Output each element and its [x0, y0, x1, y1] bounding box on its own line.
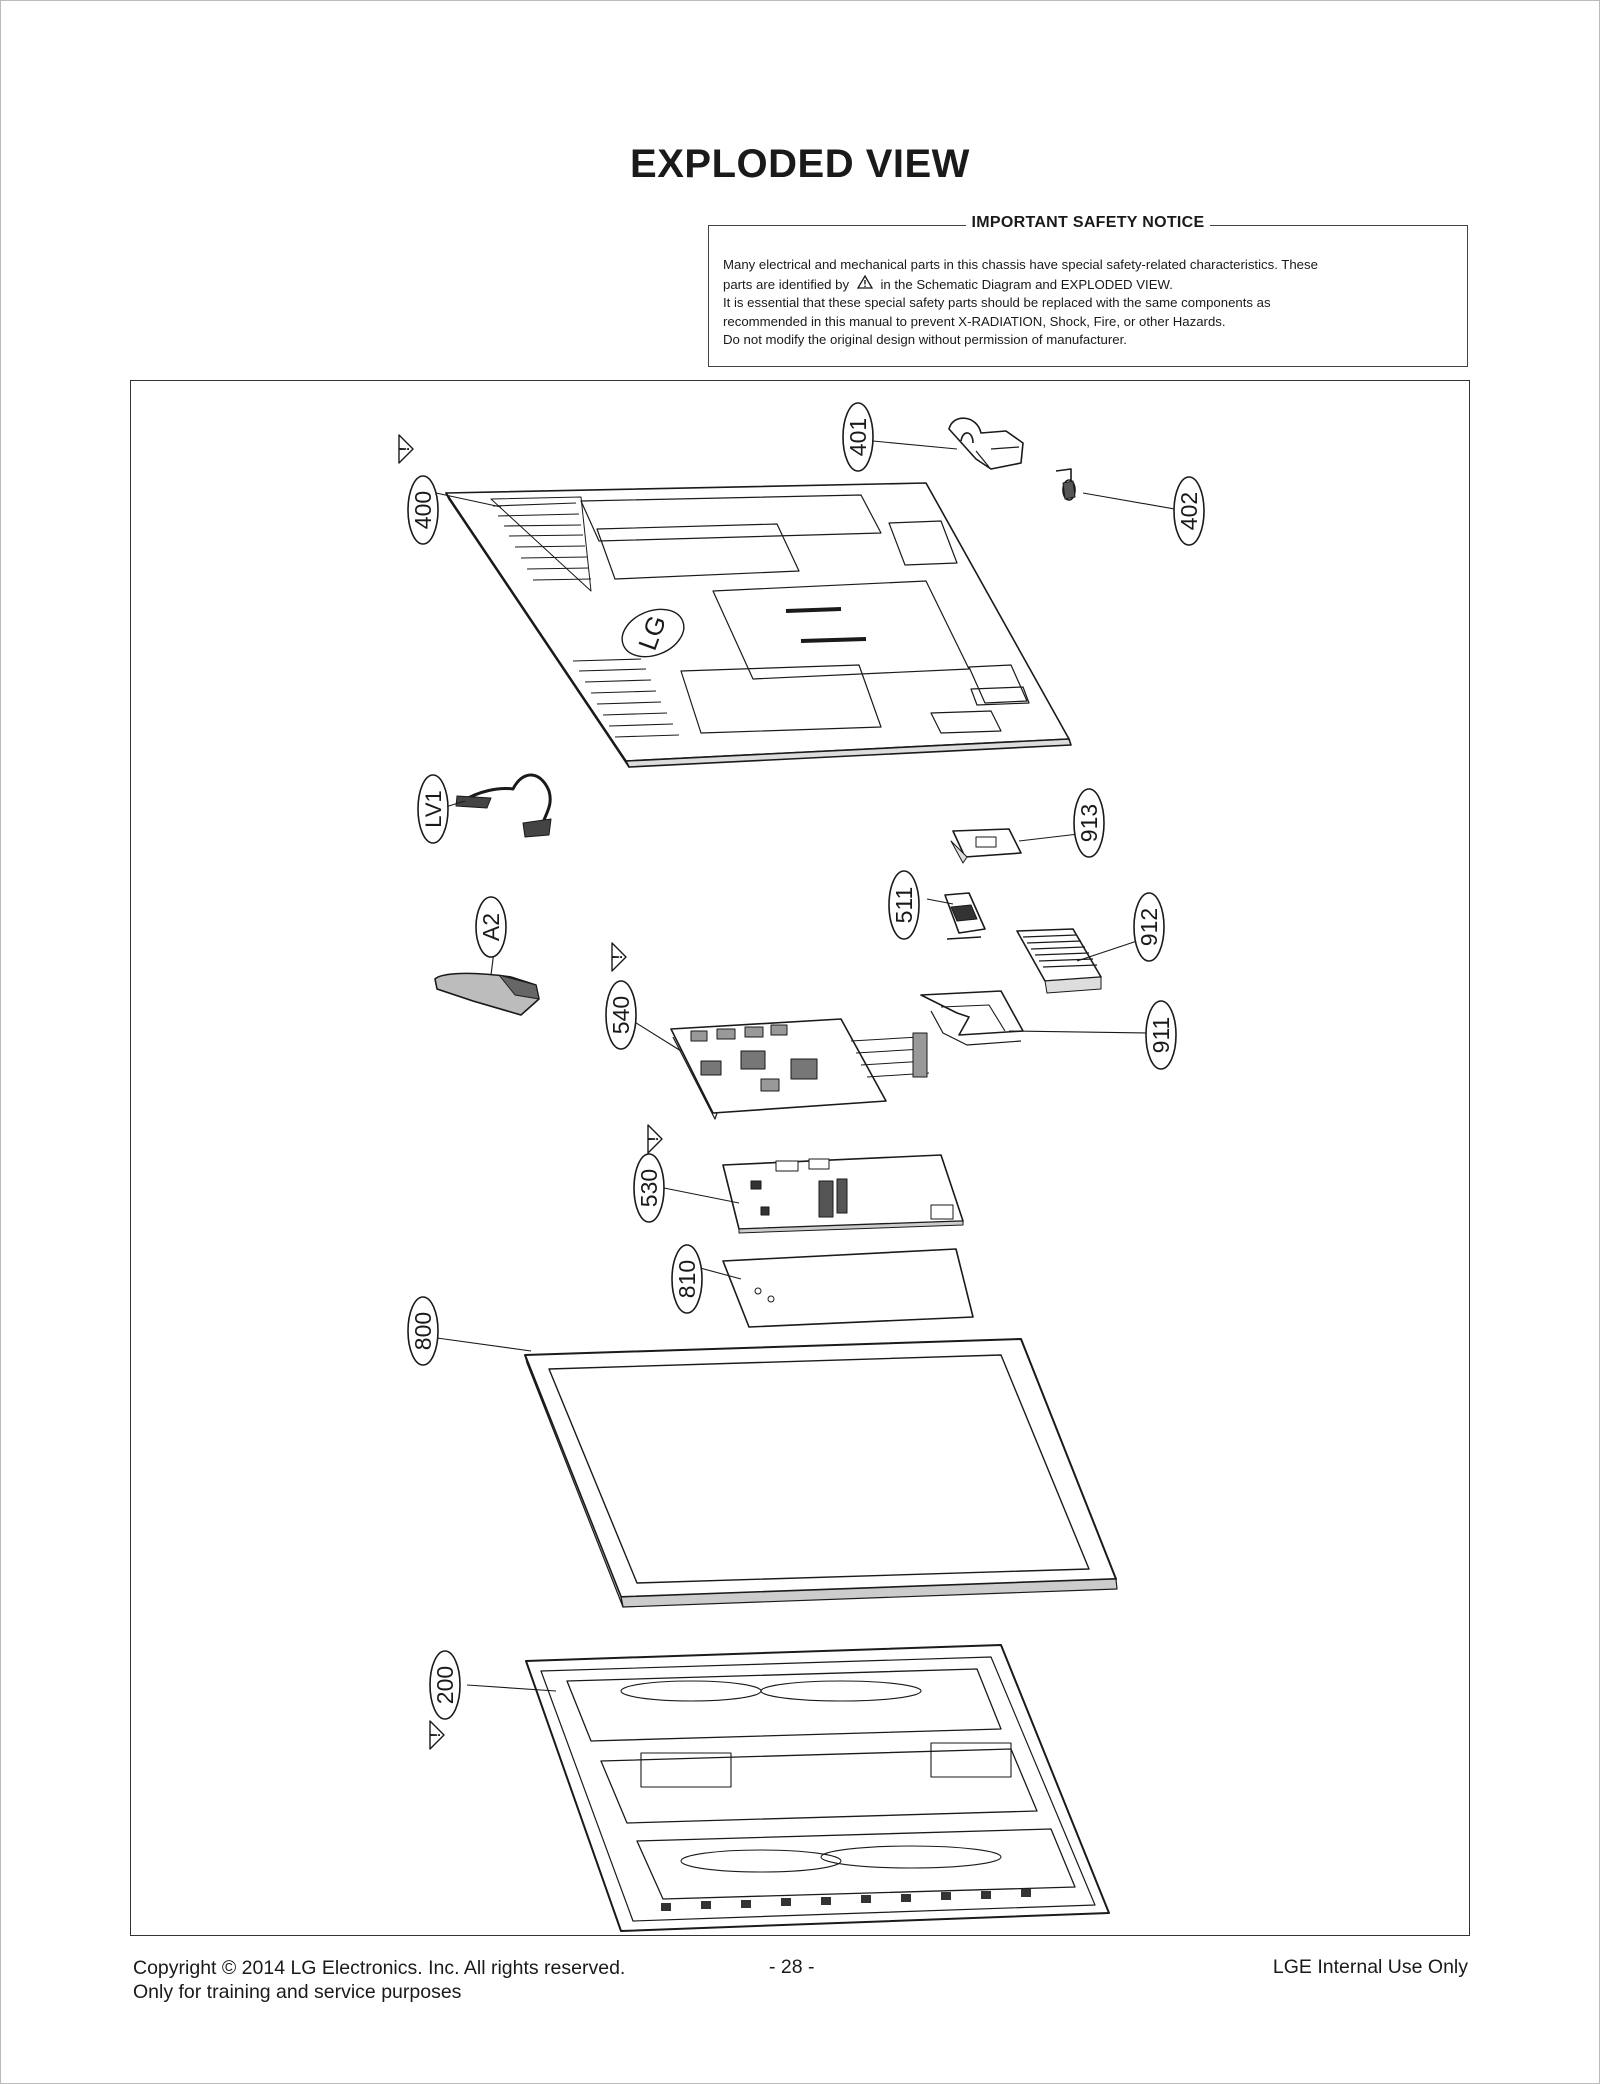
part-401-bracket	[948, 417, 1024, 470]
part-913	[950, 828, 1022, 864]
safety-notice-title: IMPORTANT SAFETY NOTICE	[965, 214, 1211, 231]
part-200-front-cabinet	[525, 1644, 1110, 1932]
part-530-power-board	[722, 1154, 964, 1234]
label-800-text: 800	[410, 1312, 436, 1350]
part-800-panel-frame	[524, 1338, 1118, 1608]
label-LV1-text: LV1	[421, 790, 446, 828]
label-200-text: 200	[432, 1666, 458, 1704]
part-912-heatsink	[1016, 928, 1102, 994]
part-911-frame	[920, 990, 1024, 1046]
label-200: 200	[429, 1650, 461, 1720]
footer-internal-use: LGE Internal Use Only	[1272, 1956, 1468, 1978]
part-400-back-cover: LG	[445, 482, 1072, 768]
label-511: 511	[888, 870, 920, 940]
label-911-text: 911	[1148, 1017, 1174, 1054]
part-810-insulator-sheet	[722, 1248, 974, 1328]
footer-left: Copyright © 2014 LG Electronics. Inc. Al…	[133, 1956, 625, 2004]
notice-line-2a: parts are identified by	[723, 276, 850, 292]
exploded-view-diagram: LG	[396, 402, 1205, 1932]
svg-text:!: !	[645, 1137, 661, 1142]
notice-line-1: Many electrical and mechanical parts in …	[723, 257, 1318, 272]
label-A2-text: A2	[478, 913, 504, 941]
part-511	[944, 892, 986, 940]
footer-purpose: Only for training and service purposes	[133, 1981, 462, 2003]
label-912-text: 912	[1136, 908, 1162, 946]
warning-triangle-icon: !	[609, 942, 627, 972]
warning-triangle-icon: !	[645, 1124, 663, 1154]
part-LV1-cable	[455, 773, 552, 838]
label-402-text: 402	[1176, 492, 1202, 530]
label-800: 800	[407, 1296, 439, 1366]
safety-notice-body: Many electrical and mechanical parts in …	[723, 256, 1453, 350]
label-401: 401	[842, 402, 874, 472]
part-540-main-board	[670, 1018, 930, 1120]
label-LV1: LV1	[417, 774, 449, 844]
label-A2: A2	[475, 896, 507, 958]
diagram-frame: LG	[130, 380, 1470, 1936]
label-540-text: 540	[608, 996, 634, 1034]
footer-copyright: Copyright © 2014 LG Electronics. Inc. Al…	[133, 1957, 626, 1979]
warning-triangle-icon	[856, 274, 873, 289]
warning-triangle-icon: !	[427, 1720, 445, 1750]
label-402: 402	[1173, 476, 1205, 546]
part-402-knob	[1055, 468, 1076, 501]
safety-notice-title-wrap: IMPORTANT SAFETY NOTICE	[709, 214, 1467, 232]
label-401-text: 401	[845, 418, 871, 456]
label-810: 810	[671, 1244, 703, 1314]
notice-line-2: parts are identified by in the Schematic…	[723, 274, 1453, 295]
label-400-text: 400	[410, 491, 436, 529]
warning-triangle-icon: !	[396, 434, 414, 464]
notice-line-5: Do not modify the original design withou…	[723, 332, 1127, 348]
label-530-text: 530	[636, 1169, 662, 1207]
svg-text:!: !	[427, 1733, 443, 1738]
label-400: 400	[407, 475, 439, 545]
label-810-text: 810	[674, 1260, 700, 1298]
safety-notice-box: IMPORTANT SAFETY NOTICE Many electrical …	[708, 214, 1468, 367]
label-530: 530	[633, 1153, 665, 1223]
label-511-text: 511	[891, 887, 917, 924]
svg-text:!: !	[396, 447, 412, 452]
part-A2-remote	[434, 972, 540, 1016]
footer-page-number: - 28 -	[769, 1956, 815, 1978]
label-913-text: 913	[1076, 804, 1102, 842]
svg-text:!: !	[609, 955, 625, 960]
notice-line-2b: in the Schematic Diagram and EXPLODED VI…	[880, 276, 1173, 292]
label-913: 913	[1073, 788, 1105, 858]
label-540: 540	[605, 980, 637, 1050]
label-912: 912	[1133, 892, 1165, 962]
page-title: EXPLODED VIEW	[630, 142, 970, 186]
notice-line-4: recommended in this manual to prevent X-…	[723, 313, 1226, 329]
notice-line-3: It is essential that these special safet…	[723, 295, 1271, 311]
label-911: 911	[1145, 1000, 1177, 1070]
